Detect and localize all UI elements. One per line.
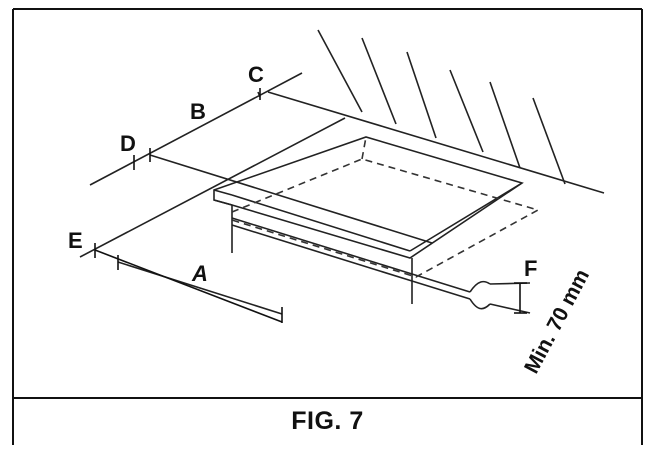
dimension-label-b: B (190, 99, 206, 124)
dimension-lines (94, 88, 527, 323)
dimension-label-a: A (191, 261, 208, 286)
dimension-label-f: F (524, 256, 537, 281)
cooktop-outline-dashed (231, 136, 541, 278)
caption-box: FIG. 7 (13, 398, 642, 445)
dimension-label-c: C (248, 62, 264, 87)
clearance-note: Min. 70 mm (520, 266, 594, 378)
cutout-panel (213, 136, 531, 314)
figure-caption: FIG. 7 (291, 407, 364, 435)
wall-hatching (267, 29, 605, 194)
worktop-lines (79, 72, 433, 315)
dimension-label-d: D (120, 131, 136, 156)
dimension-label-e: E (68, 228, 83, 253)
figure-frame (12, 8, 643, 445)
